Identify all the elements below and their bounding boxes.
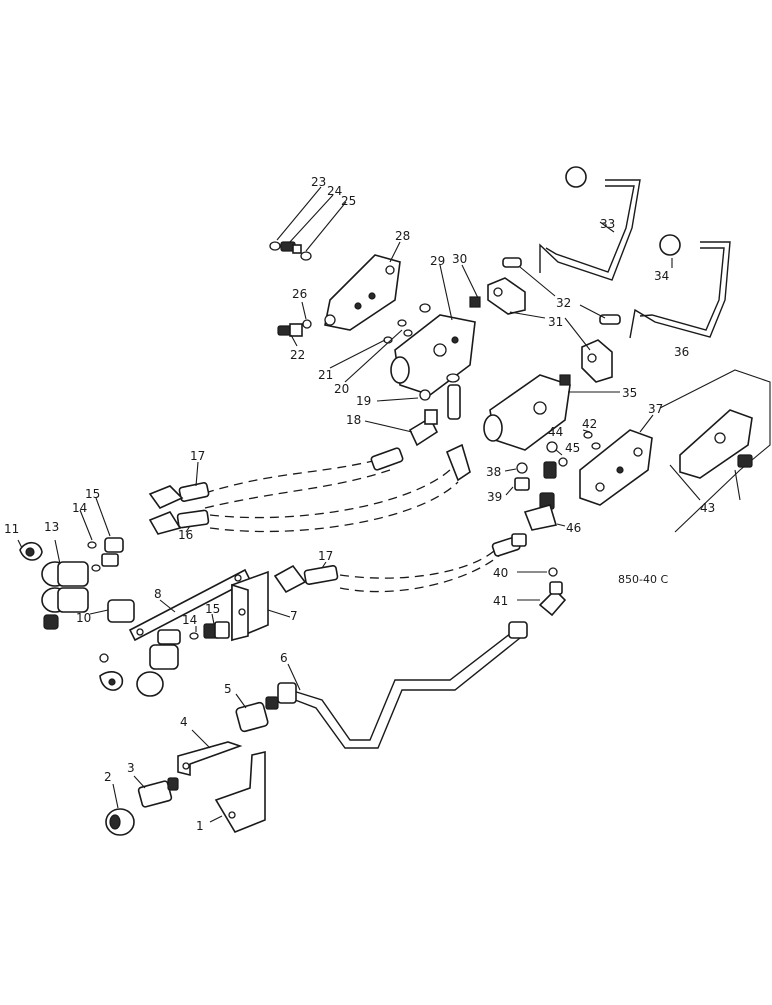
hose-assemblies — [148, 443, 527, 594]
callout-30: 30 — [452, 252, 467, 266]
part-43-end-plate — [659, 369, 771, 533]
callout-36: 36 — [674, 345, 689, 359]
callout-24: 24 — [327, 184, 342, 198]
callout-32: 32 — [556, 296, 571, 310]
callout-28: 28 — [395, 229, 410, 243]
callout-20: 20 — [334, 382, 349, 396]
callout-8: 8 — [154, 587, 162, 601]
callout-42: 42 — [582, 417, 597, 431]
part-5-adapter — [235, 693, 279, 733]
callout-14-upper: 14 — [72, 501, 87, 515]
callout-25: 25 — [341, 194, 356, 208]
callout-22: 22 — [290, 348, 305, 362]
part-23-25-fittings — [269, 186, 347, 261]
part-37-cover-plate — [579, 414, 654, 506]
callout-34: 34 — [654, 269, 669, 283]
callout-17-lower: 17 — [318, 549, 333, 563]
callout-18: 18 — [346, 413, 361, 427]
callout-26: 26 — [292, 287, 307, 301]
callout-4: 4 — [180, 715, 188, 729]
callout-1: 1 — [196, 819, 204, 833]
callout-labels: 1 2 3 4 5 6 7 8 10 11 13 14 14 15 15 16 … — [4, 175, 715, 833]
callout-29: 29 — [430, 254, 445, 268]
part-35-valve-body — [483, 374, 615, 451]
callout-17-upper: 17 — [190, 449, 205, 463]
callout-21: 21 — [318, 368, 333, 382]
callout-23: 23 — [311, 175, 326, 189]
callout-7: 7 — [290, 609, 298, 623]
callout-38: 38 — [486, 465, 501, 479]
callout-15-lower: 15 — [205, 602, 220, 616]
callout-40: 40 — [493, 566, 508, 580]
callout-19: 19 — [356, 394, 371, 408]
callout-39: 39 — [487, 490, 502, 504]
part-22-26-fittings — [277, 301, 312, 347]
callout-44: 44 — [548, 425, 563, 439]
part-31-32-brackets — [487, 257, 621, 383]
coupler-cluster-left — [17, 497, 124, 630]
part-38-46-fittings — [504, 429, 601, 531]
callout-10: 10 — [76, 611, 91, 625]
callout-16: 16 — [178, 528, 193, 542]
callout-15-upper: 15 — [85, 487, 100, 501]
part-7-bracket — [231, 570, 291, 642]
callout-35: 35 — [622, 386, 637, 400]
callout-41: 41 — [493, 594, 508, 608]
part-4-bracket — [177, 729, 243, 777]
callout-43: 43 — [700, 501, 715, 515]
callout-46: 46 — [566, 521, 581, 535]
part-33-34-lever — [539, 166, 731, 339]
callout-6: 6 — [280, 651, 288, 665]
part-6-steel-tube — [277, 621, 528, 749]
callout-11: 11 — [4, 522, 19, 536]
figure-code: 850-40 C — [618, 573, 668, 586]
part-40-41-elbow — [517, 567, 567, 617]
part-28-cover-plate — [324, 241, 401, 331]
callout-45: 45 — [565, 441, 580, 455]
callout-14-lower: 14 — [182, 613, 197, 627]
callout-2: 2 — [104, 770, 112, 784]
callout-33: 33 — [600, 217, 615, 231]
callout-31: 31 — [548, 315, 563, 329]
part-1-bracket — [209, 750, 266, 833]
callout-3: 3 — [127, 761, 135, 775]
callout-13: 13 — [44, 520, 59, 534]
part-18-19-elbow — [364, 373, 461, 447]
coupler-cluster-lower — [89, 599, 230, 697]
callout-5: 5 — [224, 682, 232, 696]
callout-37: 37 — [648, 402, 663, 416]
part-2-3-coupler — [105, 775, 179, 836]
